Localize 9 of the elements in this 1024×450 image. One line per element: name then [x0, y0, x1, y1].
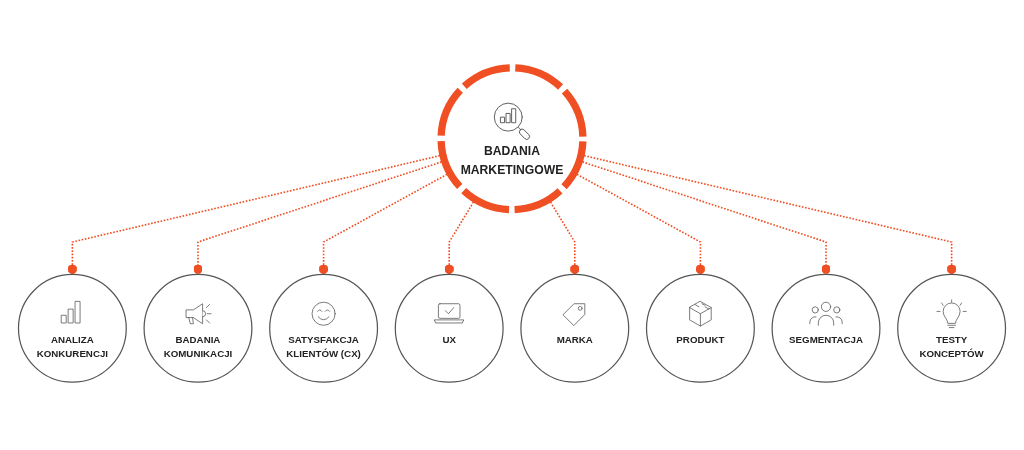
node-circle: TESTY KONCEPTÓW: [897, 273, 1007, 383]
node-circle: ANALIZA KONKURENCJI: [17, 273, 127, 383]
node-circle: PRODUKT: [645, 273, 755, 383]
node-circle: SEGMENTACJA: [771, 273, 881, 383]
node-circle: SATYSFAKCJA KLIENTÓW (CX): [269, 273, 379, 383]
node-circle: BADANIA KOMUNIKACJI: [143, 273, 253, 383]
node-circle: MARKA: [520, 273, 630, 383]
node-circle: BADANIA MARKETINGOWE: [437, 64, 587, 214]
node-circle: UX: [394, 273, 504, 383]
